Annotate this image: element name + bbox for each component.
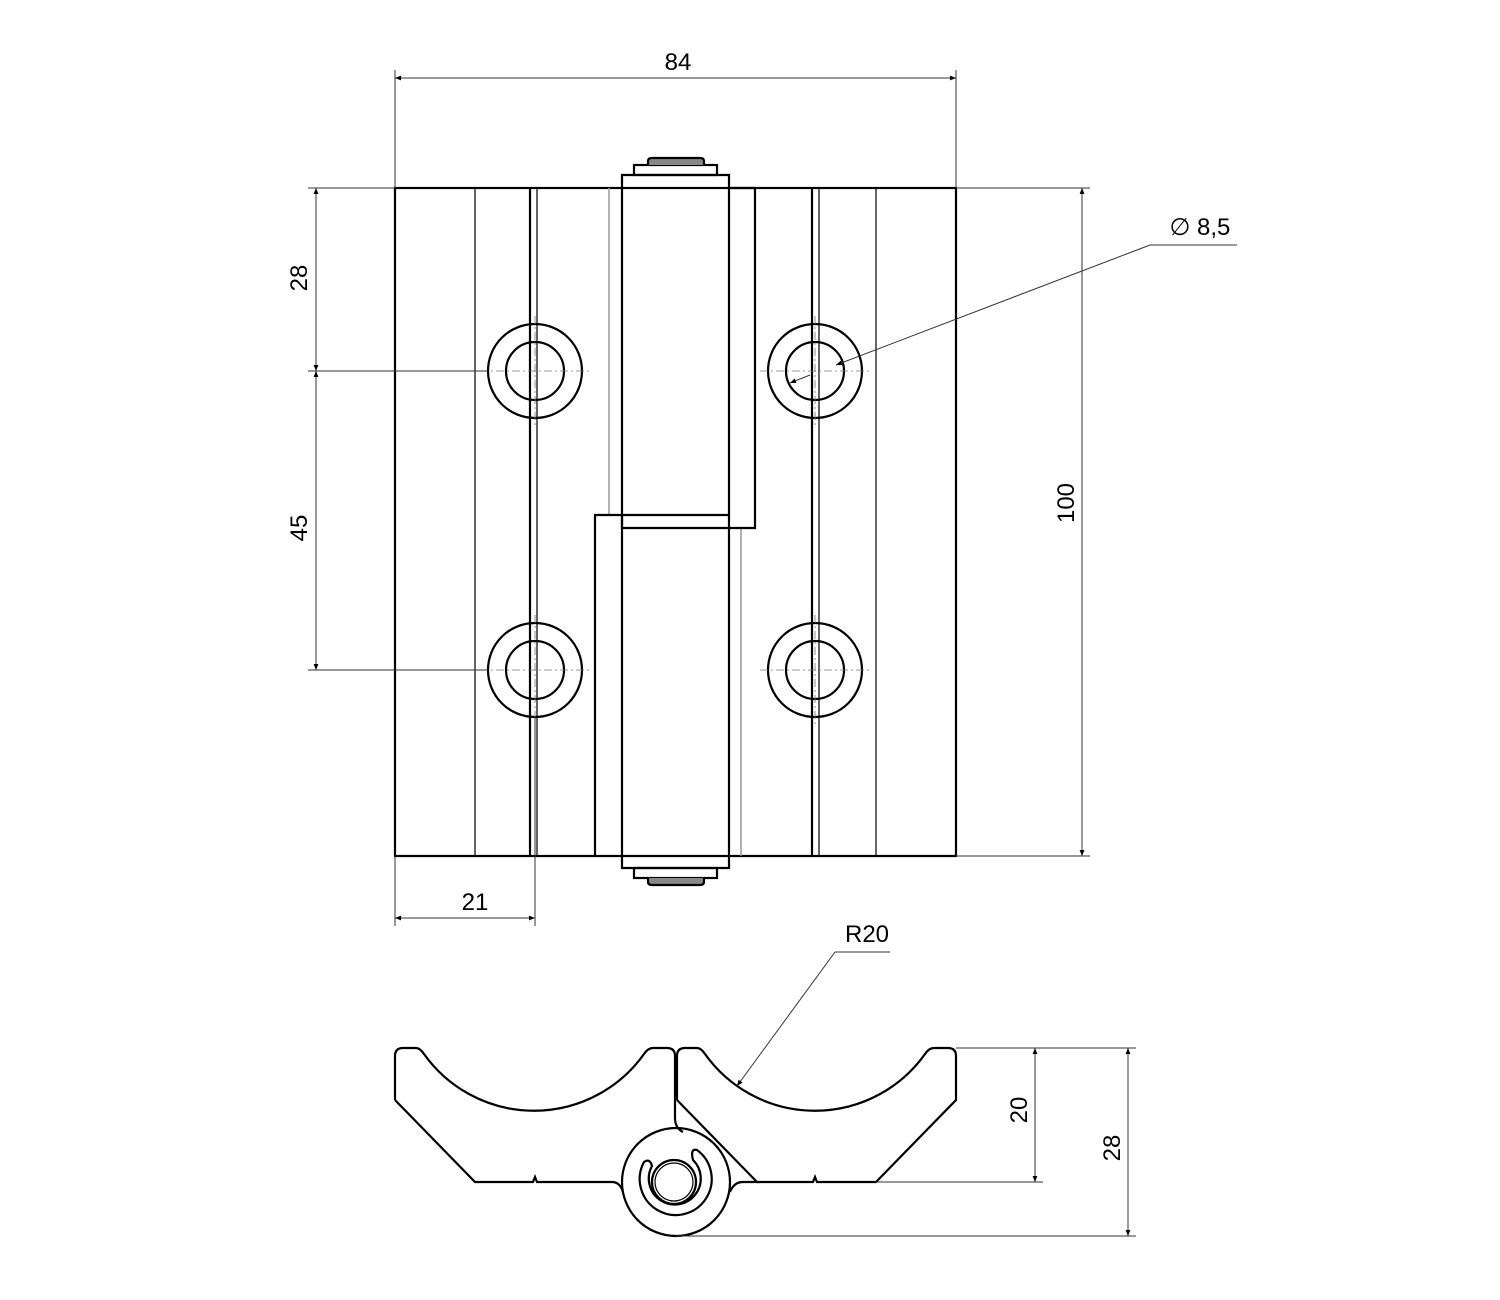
mounting-hole (760, 316, 870, 426)
dimension-label: 28 (286, 265, 313, 292)
mounting-holes (480, 316, 870, 725)
dimension-label: 100 (1053, 483, 1080, 523)
dimension-width: 84 (394, 49, 957, 188)
dimension-height: 100 (956, 187, 1090, 857)
front-view (393, 156, 958, 887)
plate-grooves (474, 188, 877, 856)
dimension-label: 28 (1099, 1135, 1126, 1162)
hinge-plate-outline (393, 186, 958, 858)
dimension-label: 21 (462, 889, 489, 916)
dimension-label: R20 (845, 921, 889, 948)
diameter-symbol: ∅ (1170, 214, 1191, 241)
mounting-hole (760, 615, 870, 725)
hinge-pin-bottom (632, 866, 719, 887)
dimension-label: 45 (286, 515, 313, 542)
mounting-hole (480, 615, 590, 725)
dimension-side-height: 20 (876, 1047, 1136, 1183)
dimension-label: 8,5 (1197, 214, 1230, 241)
hinge-pin-top (632, 156, 719, 177)
dimension-hole-diameter: ∅ 8,5 (789, 214, 1237, 384)
side-view (393, 1046, 958, 1238)
dimension-label: 84 (665, 49, 692, 76)
dimension-edge-to-hole: 21 (394, 717, 536, 926)
right-leaf-profile (675, 1046, 958, 1184)
left-leaf-profile (393, 1046, 684, 1133)
dimension-label: 20 (1006, 1097, 1033, 1124)
dimension-side-total-height: 28 (676, 1048, 1136, 1237)
hinge-pin-section (620, 1126, 732, 1238)
dimension-cup-radius: R20 (736, 921, 890, 1087)
dimension-top-to-hole: 28 (286, 187, 488, 372)
mounting-hole (480, 316, 590, 426)
hinge-knuckle (593, 173, 757, 870)
dimension-hole-spacing: 45 (286, 371, 488, 671)
